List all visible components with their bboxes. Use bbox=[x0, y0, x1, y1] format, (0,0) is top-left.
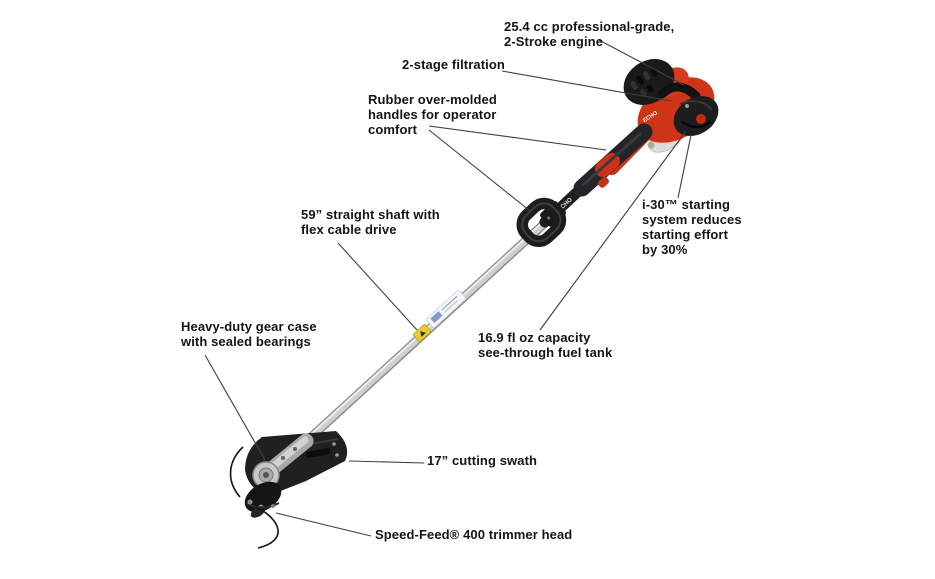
leader-gearcase bbox=[204, 354, 266, 461]
callout-fueltank: 16.9 fl oz capacity see-through fuel tan… bbox=[478, 330, 613, 360]
callout-swath: 17” cutting swath bbox=[427, 453, 538, 468]
leader-i30 bbox=[677, 134, 692, 199]
trimmer-head bbox=[244, 481, 282, 518]
callout-i30: i-30™ starting system reduces starting e… bbox=[642, 197, 742, 257]
trimmer-string bbox=[229, 446, 279, 549]
top-bracket bbox=[657, 82, 701, 101]
callout-speedfeed: Speed-Feed® 400 trimmer head bbox=[375, 527, 573, 542]
engine-unit: ECHO bbox=[623, 59, 719, 153]
leader-swath bbox=[348, 460, 425, 464]
leader-handles-loop bbox=[428, 129, 531, 212]
loop-handle bbox=[516, 197, 567, 248]
callout-gearcase: Heavy-duty gear case with sealed bearing… bbox=[181, 319, 317, 349]
starter-accent bbox=[696, 114, 706, 124]
starter-housing bbox=[673, 96, 719, 136]
callout-handles: Rubber over-molded handles for operator … bbox=[368, 92, 497, 137]
rear-grip bbox=[573, 123, 653, 197]
callout-shaft: 59” straight shaft with flex cable drive bbox=[301, 207, 440, 237]
cutting-head-assembly bbox=[229, 431, 348, 549]
vent-slots bbox=[630, 67, 658, 97]
leader-speedfeed bbox=[275, 512, 372, 537]
shaft-label-band bbox=[426, 290, 466, 328]
warning-label bbox=[412, 324, 432, 342]
leader-shaft bbox=[337, 242, 418, 331]
fuel-cap bbox=[647, 141, 655, 149]
leader-fueltank bbox=[539, 130, 687, 331]
leader-engine bbox=[598, 39, 685, 86]
leader-lines bbox=[204, 39, 692, 537]
throttle-trigger bbox=[597, 176, 609, 188]
leader-handles-grip bbox=[428, 125, 607, 151]
callout-engine: 25.4 cc professional-grade, 2-Stroke eng… bbox=[504, 19, 675, 49]
leader-filtration bbox=[501, 70, 672, 102]
callout-filtration: 2-stage filtration bbox=[402, 57, 505, 72]
